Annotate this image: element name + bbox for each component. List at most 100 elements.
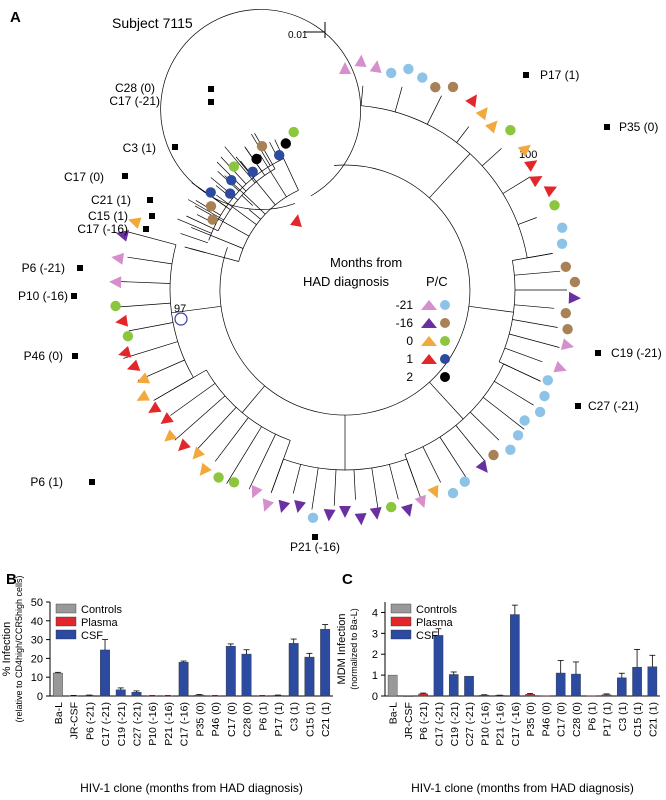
bar: [617, 677, 627, 697]
x-tick-label: C15 (1): [632, 702, 644, 737]
bar: [433, 635, 444, 697]
x-tick-label: C21 (1): [647, 702, 659, 737]
legend-csf-marker: [440, 372, 450, 382]
csf-sequence-marker: [549, 200, 560, 211]
clone-marker: [147, 197, 153, 203]
csf-sequence-marker: [205, 201, 217, 212]
tree-branch: [512, 253, 552, 261]
tree-branch: [517, 217, 537, 225]
legend-label: Controls: [416, 604, 457, 616]
plasma-sequence-marker: [339, 62, 351, 74]
y-tick-label: 1: [372, 670, 378, 682]
clone-label: C17 (-16): [77, 222, 128, 236]
tree-branch: [194, 205, 250, 237]
clone-label: C17 (-21): [109, 94, 160, 108]
x-tick-label: C3 (1): [617, 702, 629, 731]
plasma-sequence-marker: [115, 314, 128, 327]
clone-label: P6 (-21): [22, 261, 65, 275]
legend-plasma-marker: [421, 354, 437, 364]
csf-sequence-marker: [213, 472, 224, 483]
tree-branch: [113, 280, 171, 284]
csf-sequence-marker: [560, 308, 571, 319]
bar: [100, 649, 110, 697]
legend-swatch: [390, 629, 412, 640]
csf-sequence-marker: [488, 449, 499, 461]
tree-branch: [504, 347, 543, 363]
tree-branch: [512, 319, 558, 328]
tree-branch: [119, 302, 171, 308]
tree-branch: [456, 126, 470, 143]
x-tick-label: Ba-L: [388, 702, 400, 724]
legend-swatch: [55, 603, 77, 614]
tree-branch: [422, 446, 442, 483]
tree-branch: [214, 417, 249, 462]
plasma-sequence-marker: [262, 498, 274, 512]
x-tick-label: P46 (0): [540, 702, 552, 736]
tree-branch: [127, 256, 173, 265]
plasma-sequence-marker: [278, 499, 291, 513]
tree-branch: [126, 231, 177, 246]
x-tick-label: P10 (-16): [147, 702, 159, 746]
csf-sequence-marker: [539, 390, 550, 402]
plasma-sequence-marker: [111, 252, 124, 265]
x-tick-label: C17 (0): [556, 702, 568, 737]
clone-marker: [172, 144, 178, 150]
csf-sequence-marker: [403, 63, 414, 75]
x-tick-label: C17 (-16): [510, 702, 522, 746]
bar: [84, 695, 95, 697]
csf-sequence-marker: [110, 300, 121, 312]
csf-sequence-marker: [519, 415, 530, 426]
clone-marker: [72, 353, 78, 359]
csf-sequence-marker: [447, 487, 459, 499]
tree-branch: [248, 209, 261, 220]
plasma-sequence-marker: [136, 372, 151, 384]
bar: [418, 693, 428, 697]
csf-sequence-marker: [224, 188, 236, 199]
tree-branch: [235, 156, 276, 206]
y-tick-label: 4: [372, 607, 378, 619]
csf-sequence-marker: [122, 331, 134, 342]
tree-branch: [224, 146, 256, 184]
plasma-sequence-marker: [109, 276, 122, 289]
csf-sequence-marker: [447, 81, 459, 93]
bar: [304, 656, 315, 697]
tree-branch: [128, 322, 174, 332]
tree-clone-labels: C28 (0)C17 (-21)C3 (1)C17 (0)C21 (1)C15 …: [18, 68, 662, 554]
y-tick-label: 0: [37, 691, 43, 703]
tree-branch: [123, 341, 178, 359]
tree-branch: [191, 227, 244, 249]
x-axis-label: HIV-1 clone (months from HAD diagnosis): [80, 781, 303, 795]
panel-c-label: C: [342, 571, 353, 588]
bar: [540, 695, 551, 697]
plasma-sequence-marker: [136, 389, 151, 401]
x-tick-label: P17 (1): [273, 702, 285, 736]
clone-marker: [149, 213, 155, 219]
tree-branch: [241, 195, 254, 206]
bar: [571, 673, 581, 697]
clone-marker: [208, 99, 214, 105]
legend-title: Months from: [330, 255, 402, 270]
plasma-sequence-marker: [369, 507, 382, 520]
plasma-sequence-marker: [553, 361, 567, 373]
x-tick-label: P10 (-16): [479, 702, 491, 746]
clone-label: P35 (0): [619, 120, 658, 134]
tree-branch: [514, 270, 561, 276]
bar: [131, 692, 142, 697]
tree-branch: [174, 395, 226, 441]
csf-sequence-marker: [256, 141, 268, 152]
y-tick-label: 10: [31, 672, 43, 684]
bar: [225, 645, 236, 697]
csf-sequence-marker: [288, 126, 299, 138]
plasma-sequence-marker: [294, 499, 306, 513]
clone-label: P21 (-16): [290, 540, 340, 554]
y-axis-label-sub: (relative to CD4high/CCR5high cells): [14, 575, 24, 722]
tree-branch: [514, 304, 555, 309]
legend-swatch: [390, 616, 412, 627]
tree-branch: [498, 260, 516, 362]
tree-branch: [333, 469, 337, 506]
tree-branch: [254, 133, 276, 169]
tree-branch: [482, 397, 525, 430]
